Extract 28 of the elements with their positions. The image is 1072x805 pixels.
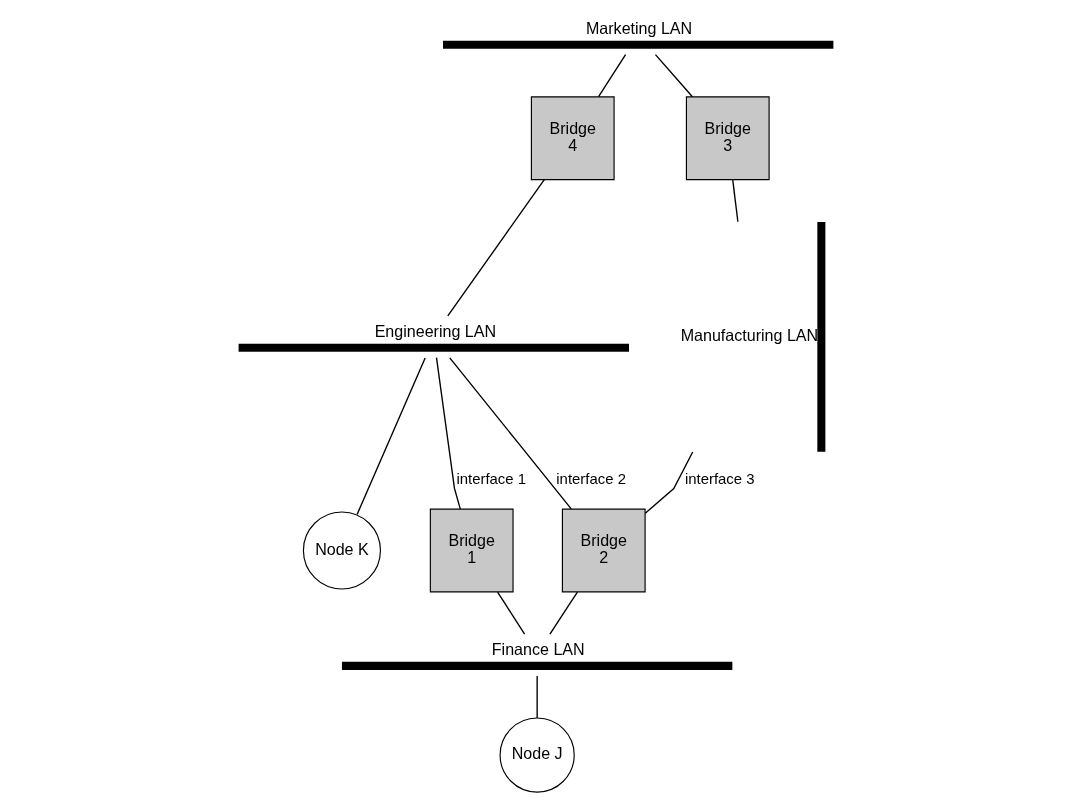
- node-box: [341, 661, 733, 670]
- edge-label: interface 2: [556, 470, 626, 488]
- connector: [644, 451, 694, 514]
- node-box: Bridge 1: [429, 508, 514, 593]
- node-label: Marketing LAN: [585, 18, 693, 37]
- connector: [447, 178, 545, 317]
- connector: [597, 53, 627, 98]
- connector: [654, 53, 694, 98]
- node-label: Finance LAN: [491, 640, 585, 659]
- node-label: Engineering LAN: [374, 322, 497, 341]
- connector: [496, 591, 526, 635]
- connector: [435, 357, 461, 510]
- node-box: [817, 222, 826, 452]
- node-circle: Node K: [302, 511, 382, 590]
- connector: [536, 675, 538, 719]
- node-box: Bridge 2: [561, 508, 646, 593]
- edge-label: interface 3: [684, 470, 755, 488]
- connector: [356, 357, 426, 516]
- edge-label: interface 1: [456, 470, 527, 488]
- node-label: Manufacturing LAN: [680, 326, 819, 345]
- node-box: [443, 40, 834, 49]
- node-box: Bridge 4: [530, 96, 615, 181]
- node-circle: Node J: [499, 717, 575, 793]
- node-box: [238, 343, 629, 352]
- connector: [549, 591, 579, 635]
- node-box: Bridge 3: [685, 96, 770, 181]
- connector: [732, 178, 739, 223]
- connector: [449, 357, 572, 510]
